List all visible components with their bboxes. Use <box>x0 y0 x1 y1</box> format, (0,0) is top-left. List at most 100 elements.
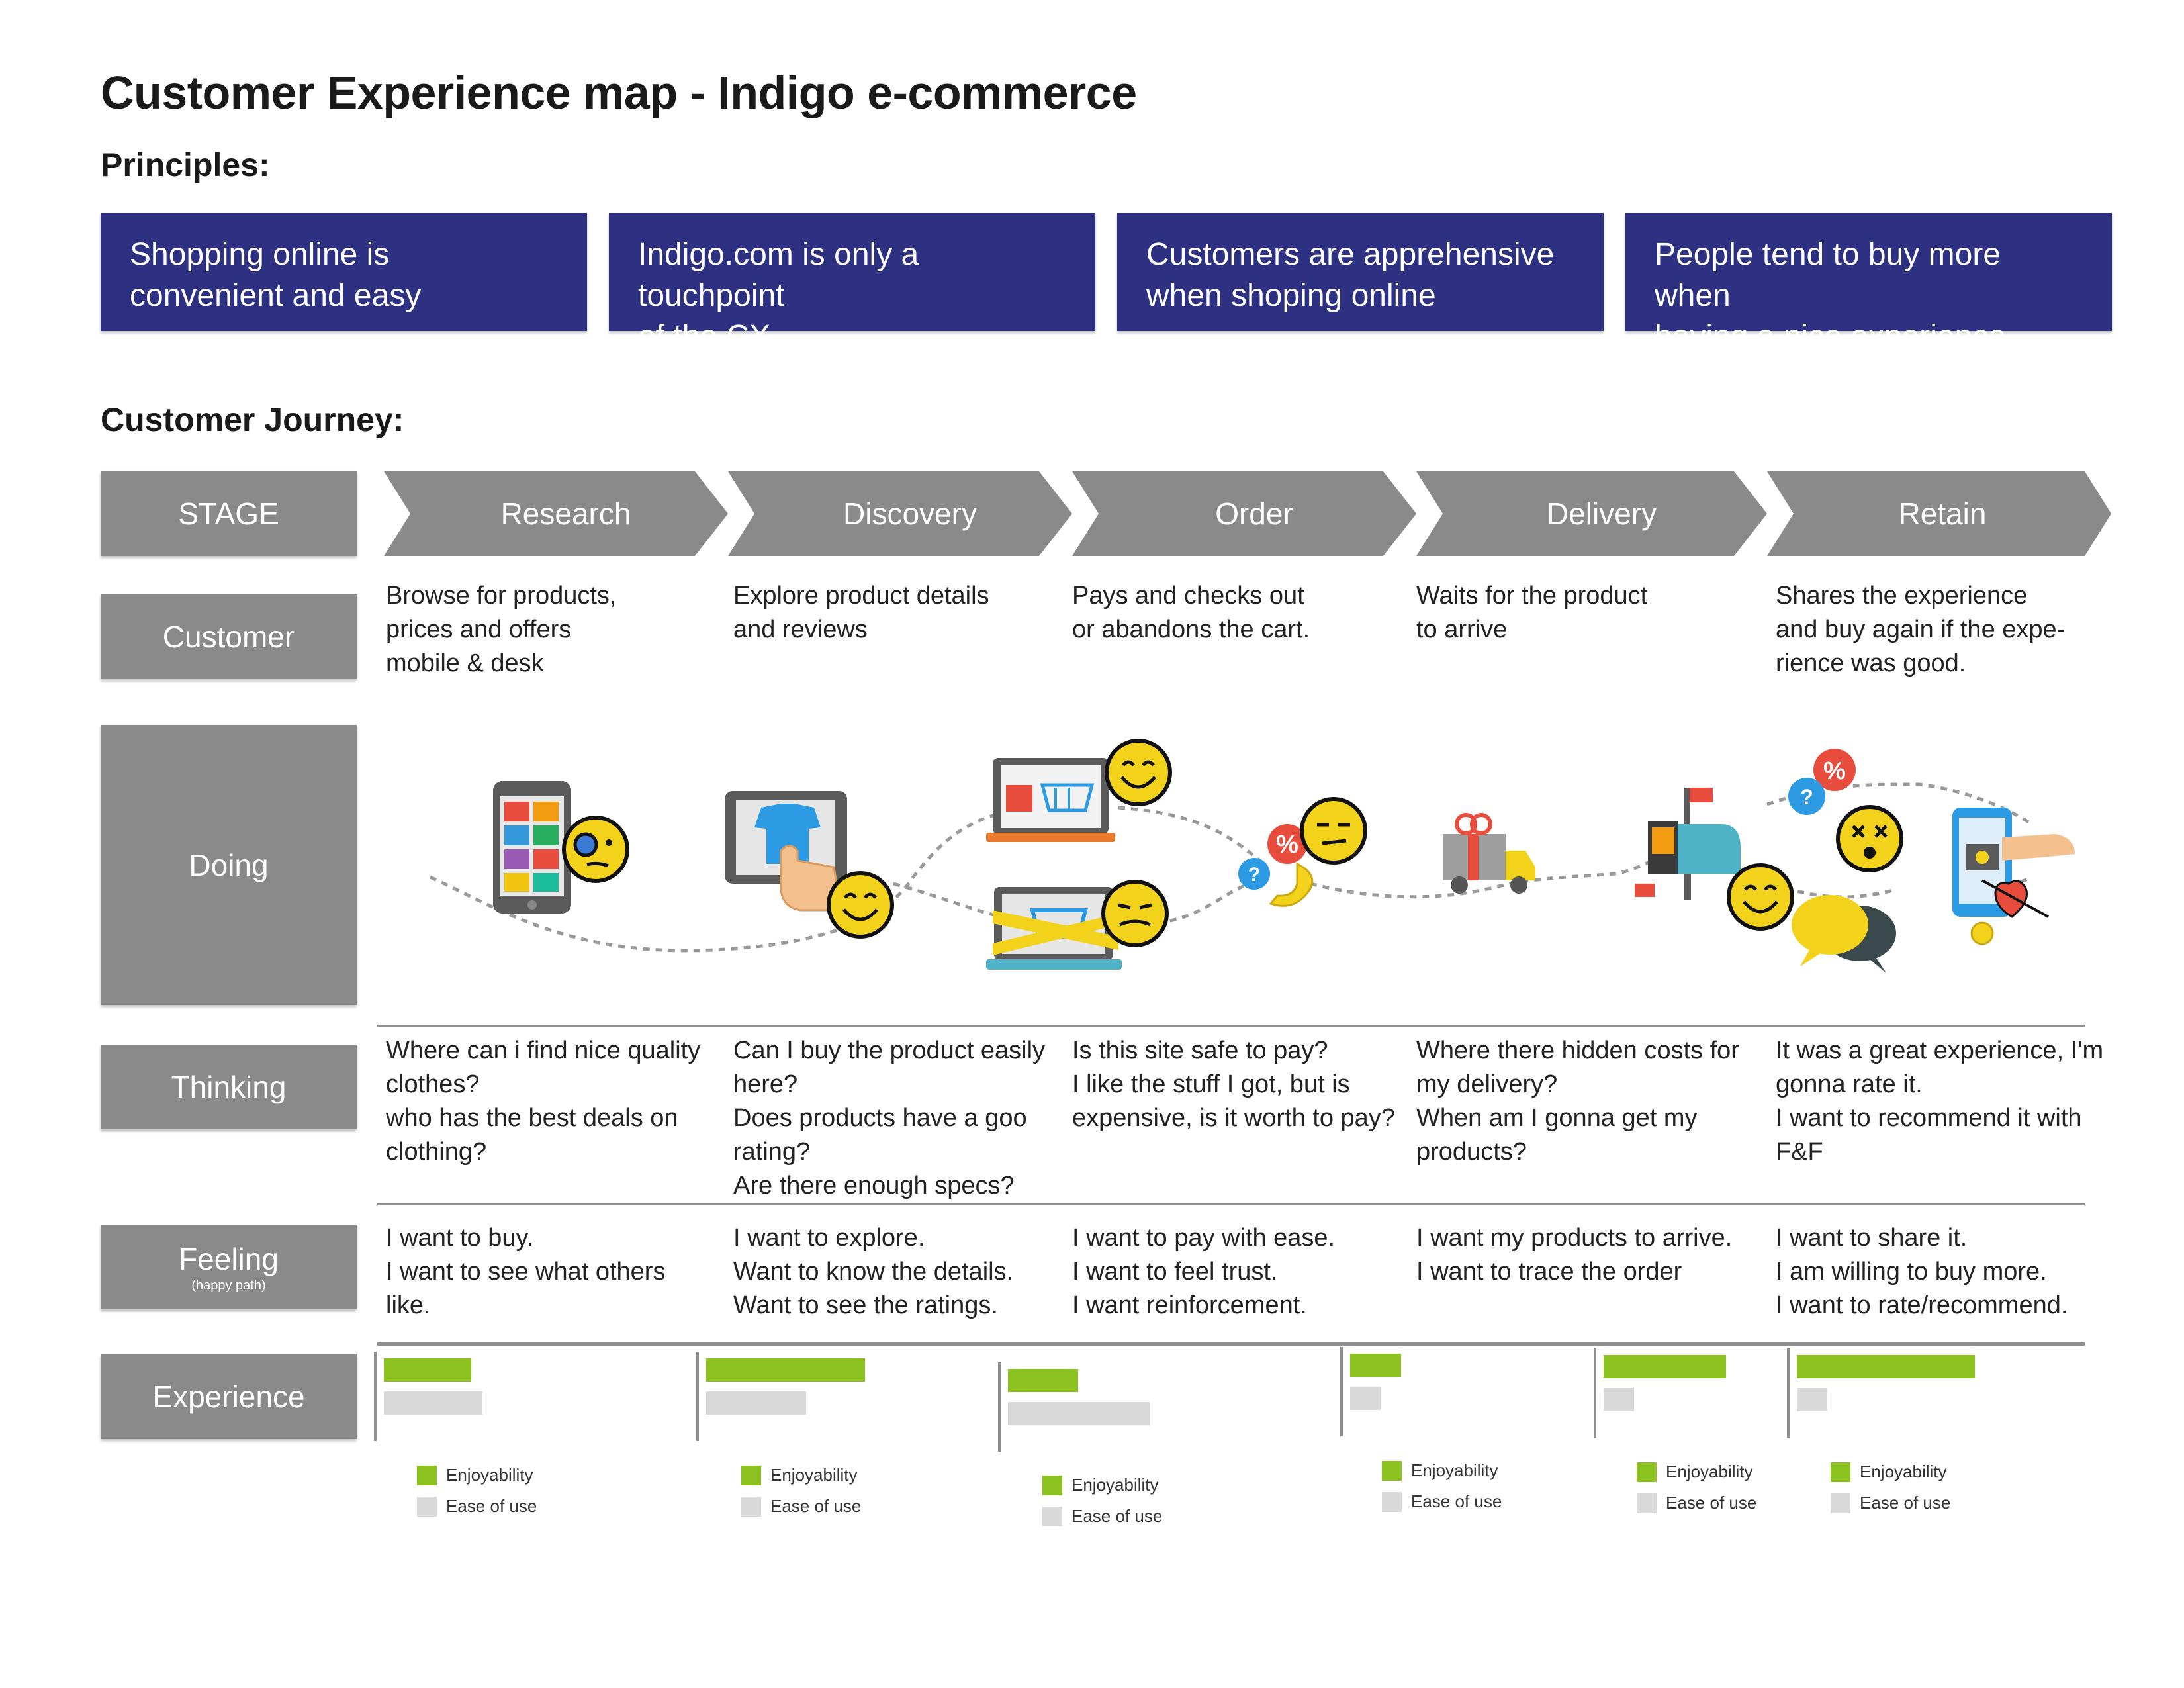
legend: Enjoyability Ease of use <box>1637 1462 1756 1513</box>
enjoyability-bar <box>384 1358 471 1382</box>
stage-research: Research <box>500 496 631 531</box>
enjoyability-swatch <box>741 1465 761 1485</box>
ease-of-use-bar <box>1008 1402 1150 1425</box>
experience-axis <box>1340 1347 1343 1436</box>
cart-laptop-icon <box>986 758 1115 842</box>
ease-of-use-bar <box>1604 1388 1634 1411</box>
happy-emoji-icon <box>1105 739 1172 806</box>
legend-ease: Ease of use <box>1860 1493 1951 1513</box>
thinking-label: Thinking <box>101 1045 357 1129</box>
legend: Enjoyability Ease of use <box>1831 1462 1950 1513</box>
legend-ease: Ease of use <box>446 1496 537 1516</box>
customer-order: Pays and checks out or abandons the cart… <box>1072 582 1310 643</box>
experience-axis <box>374 1352 377 1441</box>
tablet-shop-icon <box>725 791 847 912</box>
payment-icon: % ? <box>1238 824 1314 907</box>
shocked-emoji-icon <box>1836 805 1903 872</box>
thinking-order: Is this site safe to pay? I like the stu… <box>1072 1037 1395 1132</box>
curious-emoji-icon <box>562 816 629 883</box>
thinking-retain: It was a great experience, I'm gonna rat… <box>1776 1037 2104 1166</box>
legend: Enjoyability Ease of use <box>417 1465 537 1517</box>
happy-emoji-icon <box>827 871 894 939</box>
ease-of-use-bar <box>384 1391 482 1415</box>
chevron-research <box>384 471 728 556</box>
principle-card: Indigo.com is only a touchpoint of the C… <box>609 213 1095 354</box>
thinking-delivery: Where there hidden costs for my delivery… <box>1416 1037 1739 1166</box>
feeling-research: I want to buy. I want to see what others… <box>386 1224 666 1319</box>
feeling-discovery: I want to explore. Want to know the deta… <box>733 1224 1014 1319</box>
phone-shop-icon <box>493 781 571 914</box>
feeling-retain: I want to share it. I am willing to buy … <box>1776 1224 2068 1319</box>
mailbox-icon <box>1635 788 1741 900</box>
doing-label: Doing <box>101 725 357 1005</box>
legend-enjoyability: Enjoyability <box>770 1465 858 1485</box>
stage-chevrons <box>384 471 2111 556</box>
principle-card: People tend to buy more when having a ni… <box>1625 213 2112 354</box>
experience-label: Experience <box>101 1354 357 1439</box>
customer-research: Browse for products, prices and offers m… <box>386 582 617 677</box>
journey-heading: Customer Journey: <box>101 401 404 438</box>
legend-ease: Ease of use <box>770 1496 862 1516</box>
legend-enjoyability: Enjoyability <box>1071 1475 1159 1495</box>
customer-label: Customer <box>101 594 357 679</box>
phone-heart-icon <box>1952 808 2075 945</box>
legend-enjoyability: Enjoyability <box>1666 1462 1753 1481</box>
principles-heading: Principles: <box>101 146 270 183</box>
feeling-delivery: I want my products to arrive. I want to … <box>1416 1224 1733 1286</box>
enjoyability-bar <box>706 1358 865 1382</box>
enjoyability-bar <box>1350 1354 1401 1377</box>
experience-axis <box>696 1352 699 1441</box>
chevron-order <box>1072 471 1416 556</box>
divider <box>377 1342 2085 1346</box>
stage-delivery: Delivery <box>1546 496 1657 531</box>
legend: Enjoyability Ease of use <box>1042 1475 1162 1526</box>
ease-of-use-bar <box>1350 1387 1381 1410</box>
chat-icon <box>1792 895 1896 973</box>
legend: Enjoyability Ease of use <box>1382 1460 1502 1512</box>
enjoyability-swatch <box>1637 1462 1657 1482</box>
ease-swatch <box>741 1496 761 1517</box>
experience-axis <box>998 1362 1001 1452</box>
delivery-truck-icon <box>1443 813 1535 894</box>
legend-ease: Ease of use <box>1071 1506 1163 1526</box>
rating-icon: % ? <box>1788 749 1856 815</box>
legend-ease: Ease of use <box>1411 1491 1502 1511</box>
ease-swatch <box>417 1496 437 1517</box>
customer-delivery: Waits for the product to arrive <box>1416 582 1648 643</box>
customer-retain: Shares the experience and buy again if t… <box>1776 582 2066 677</box>
legend-enjoyability: Enjoyability <box>1860 1462 1947 1481</box>
enjoyability-swatch <box>1382 1460 1402 1481</box>
legend-enjoyability: Enjoyability <box>446 1465 533 1485</box>
enjoyability-swatch <box>1831 1462 1850 1482</box>
feeling-order: I want to pay with ease. I want to feel … <box>1072 1224 1336 1319</box>
legend-ease: Ease of use <box>1666 1493 1757 1513</box>
customer-discovery: Explore product details and reviews <box>733 582 989 643</box>
annoyed-emoji-icon <box>1300 797 1367 865</box>
svg-text:%: % <box>1276 831 1298 859</box>
feeling-sublabel: (happy path) <box>191 1278 266 1293</box>
enjoyability-bar <box>1797 1355 1975 1378</box>
legend-enjoyability: Enjoyability <box>1411 1460 1498 1480</box>
svg-text:?: ? <box>1248 864 1260 886</box>
divider <box>377 1025 2085 1027</box>
chevron-retain <box>1767 471 2111 556</box>
stage-order: Order <box>1215 496 1293 531</box>
enjoyability-swatch <box>417 1465 437 1485</box>
divider <box>377 1203 2085 1205</box>
principle-card: Shopping online is convenient and easy <box>101 213 587 331</box>
enjoyability-swatch <box>1042 1475 1062 1495</box>
feeling-label: Feeling (happy path) <box>101 1225 357 1309</box>
ease-of-use-bar <box>706 1391 806 1415</box>
chevron-delivery <box>1416 471 1767 556</box>
page-title: Customer Experience map - Indigo e-comme… <box>101 67 1137 118</box>
doubtful-emoji-icon <box>1101 880 1169 947</box>
enjoyability-bar <box>1604 1355 1726 1378</box>
svg-text:%: % <box>1823 757 1846 785</box>
stage-label: STAGE <box>101 471 357 556</box>
stage-retain: Retain <box>1898 496 1987 531</box>
ease-of-use-bar <box>1797 1388 1827 1411</box>
abandoned-cart-icon <box>986 887 1122 970</box>
ease-swatch <box>1382 1491 1402 1512</box>
thinking-research: Where can i find nice quality clothes? w… <box>386 1037 701 1166</box>
enjoyability-bar <box>1008 1369 1078 1392</box>
